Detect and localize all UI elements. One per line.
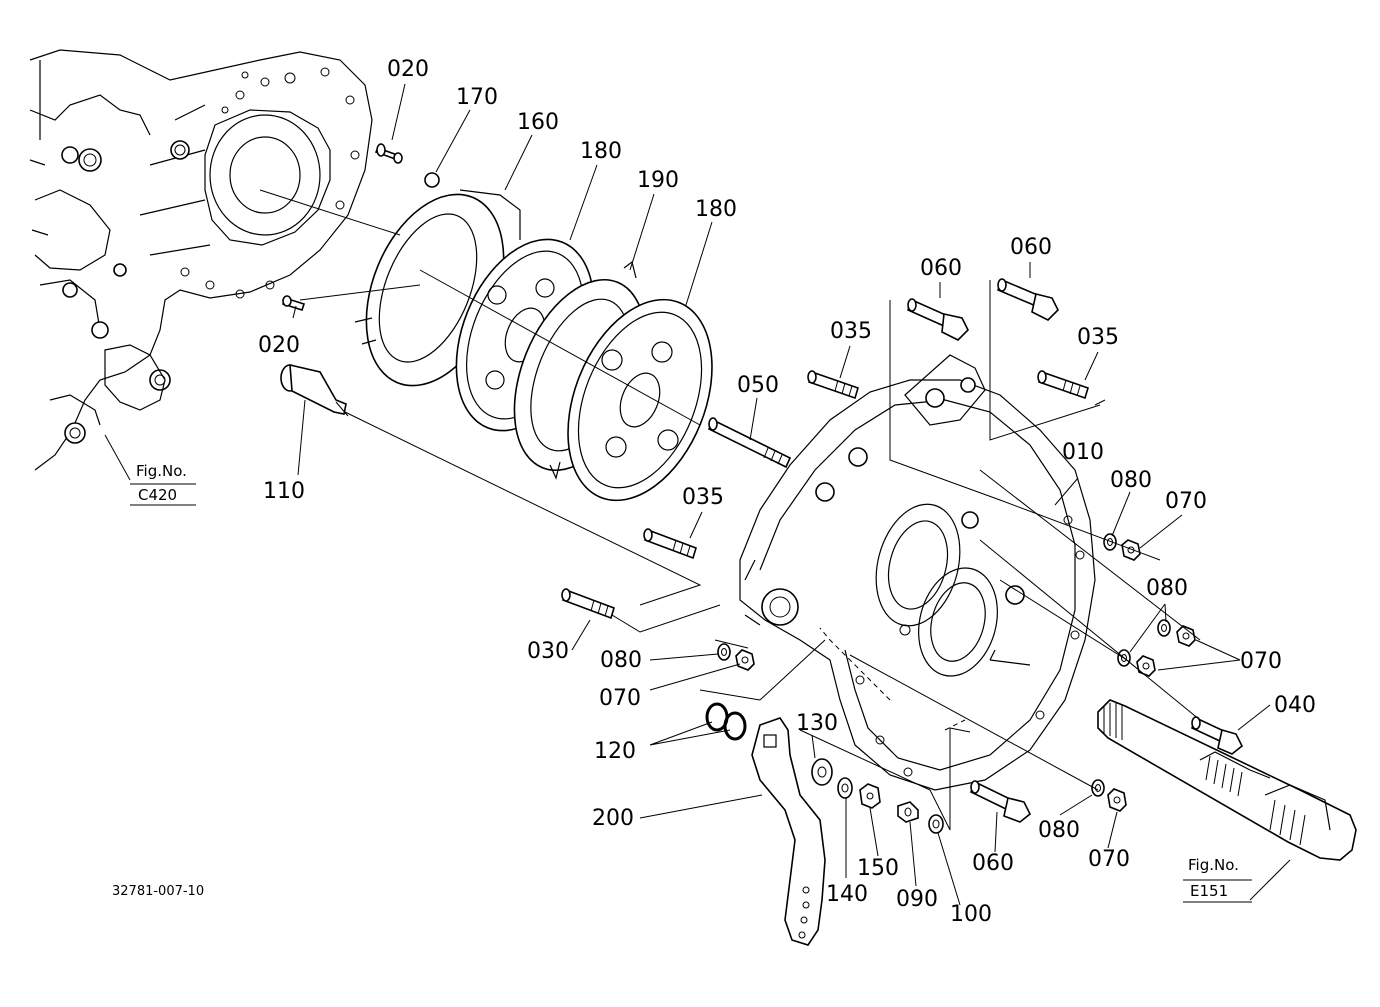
fig-ref-e151-title: Fig.No. bbox=[1188, 856, 1239, 874]
bolt-060-b bbox=[996, 278, 1059, 321]
bushing-090 bbox=[897, 801, 919, 823]
callout-035-a: 035 bbox=[830, 319, 872, 344]
callout-060-a: 060 bbox=[920, 256, 962, 281]
callout-180-b: 180 bbox=[695, 197, 737, 222]
callout-110: 110 bbox=[263, 479, 305, 504]
callout-060-b: 060 bbox=[1010, 235, 1052, 260]
callout-140: 140 bbox=[826, 882, 868, 907]
fig-ref-e151-code: E151 bbox=[1190, 882, 1228, 900]
stud-030 bbox=[561, 588, 615, 620]
bolt-040 bbox=[1190, 716, 1244, 755]
callout-170: 170 bbox=[456, 85, 498, 110]
stud-050 bbox=[707, 417, 792, 469]
callout-070-a: 070 bbox=[1165, 489, 1207, 514]
callout-080-c: 080 bbox=[600, 648, 642, 673]
ball-170 bbox=[424, 172, 440, 188]
callout-150: 150 bbox=[857, 856, 899, 881]
callout-100: 100 bbox=[950, 902, 992, 927]
leader-lines bbox=[104, 83, 1291, 906]
nut-070-b1 bbox=[1176, 625, 1196, 647]
fig-ref-e151: Fig.No. E151 bbox=[1183, 856, 1252, 903]
transmission-case bbox=[29, 49, 373, 471]
nut-070-d bbox=[1107, 788, 1127, 812]
input-shaft bbox=[1097, 699, 1357, 861]
stud-035-a bbox=[807, 370, 859, 400]
callout-190: 190 bbox=[637, 168, 679, 193]
bolt-110 bbox=[280, 363, 349, 417]
callout-080-d: 080 bbox=[1038, 818, 1080, 843]
clutch-housing-010 bbox=[739, 354, 1096, 791]
washer-080-a bbox=[1103, 533, 1117, 551]
washer-080-b1 bbox=[1157, 619, 1171, 637]
callout-130: 130 bbox=[796, 711, 838, 736]
seal-100 bbox=[928, 814, 944, 834]
callout-070-c: 070 bbox=[599, 686, 641, 711]
nut-070-a bbox=[1121, 539, 1141, 561]
washer-130 bbox=[811, 758, 833, 786]
friction-plate-180-b bbox=[567, 298, 713, 502]
drawing-number: 32781-007-10 bbox=[112, 884, 204, 899]
callout-200: 200 bbox=[592, 806, 634, 831]
fig-ref-c420-title: Fig.No. bbox=[136, 462, 187, 480]
washer-080-d bbox=[1091, 779, 1105, 797]
callout-080-a: 080 bbox=[1110, 468, 1152, 493]
washer-080-c bbox=[717, 643, 731, 661]
stud-035-b bbox=[1037, 370, 1089, 400]
callout-020-upper: 020 bbox=[387, 57, 429, 82]
nut-070-c bbox=[735, 649, 755, 671]
callout-030: 030 bbox=[527, 639, 569, 664]
callout-035-b: 035 bbox=[1077, 325, 1119, 350]
washer-140 bbox=[837, 777, 853, 799]
callout-020-lower: 020 bbox=[258, 333, 300, 358]
callout-040: 040 bbox=[1274, 693, 1316, 718]
callout-120: 120 bbox=[594, 739, 636, 764]
nut-150 bbox=[859, 783, 881, 809]
bolt-060-c bbox=[969, 780, 1032, 823]
callouts: 020 170 160 180 190 180 020 110 060 060 … bbox=[258, 57, 1316, 927]
callout-050: 050 bbox=[737, 373, 779, 398]
callout-090: 090 bbox=[896, 887, 938, 912]
lever-200 bbox=[751, 717, 826, 946]
fig-ref-c420-code: C420 bbox=[138, 486, 177, 504]
o-rings-120 bbox=[705, 702, 747, 741]
assembly-lines bbox=[259, 189, 1201, 831]
dowel-pin-020-upper bbox=[374, 143, 403, 164]
callout-080-b: 080 bbox=[1146, 576, 1188, 601]
nut-070-b2 bbox=[1136, 655, 1156, 677]
callout-060-c: 060 bbox=[972, 851, 1014, 876]
callout-010: 010 bbox=[1062, 440, 1104, 465]
callout-160: 160 bbox=[517, 110, 559, 135]
fig-ref-c420: Fig.No. C420 bbox=[130, 462, 196, 506]
stud-035-c bbox=[643, 528, 697, 560]
callout-035-c: 035 bbox=[682, 485, 724, 510]
callout-180-a: 180 bbox=[580, 139, 622, 164]
callout-070-d: 070 bbox=[1088, 847, 1130, 872]
bolt-060-a bbox=[906, 298, 969, 341]
dowel-pin-020-lower bbox=[281, 295, 306, 311]
callout-070-b: 070 bbox=[1240, 649, 1282, 674]
